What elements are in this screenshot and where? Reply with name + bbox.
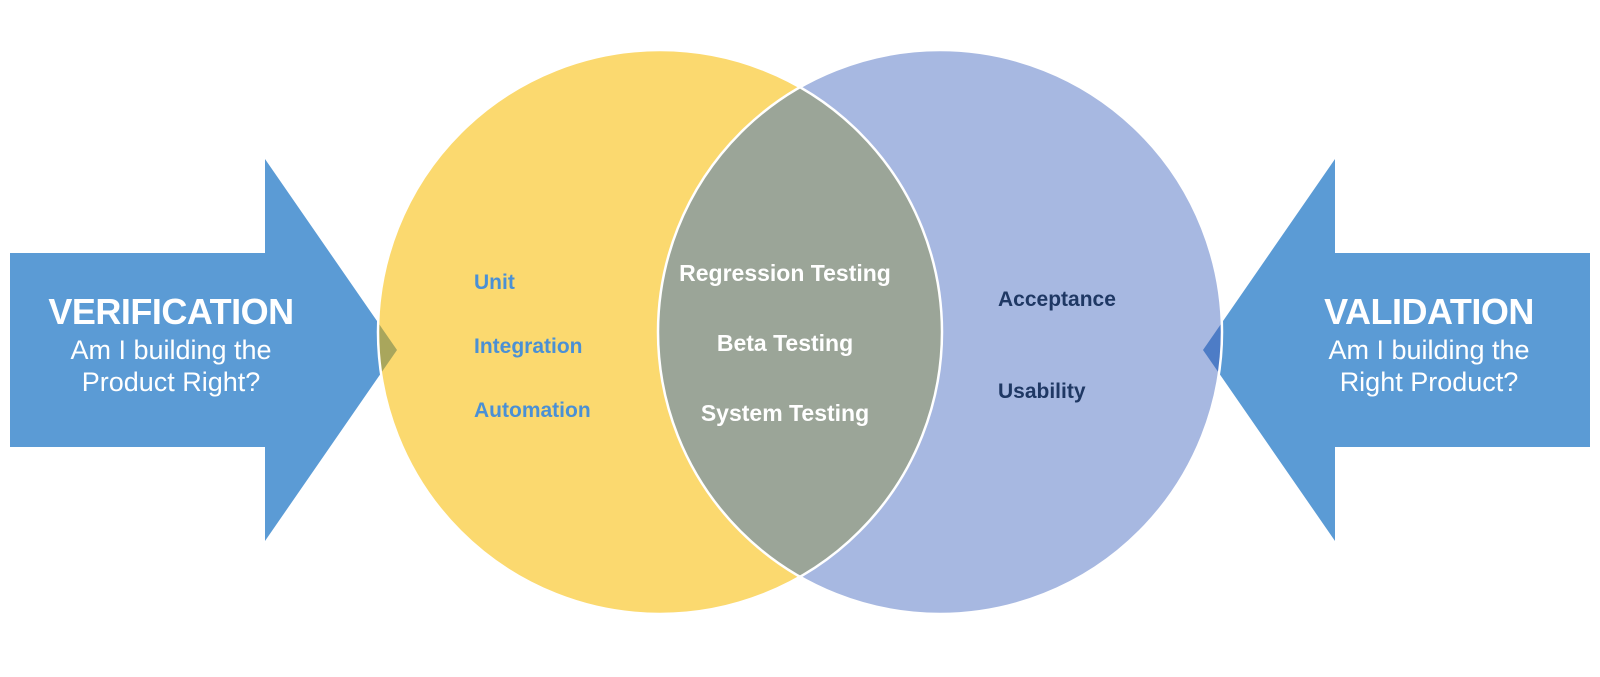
overlap-lens-shape [658,50,942,614]
overlap-item-regression-testing: Regression Testing [679,260,891,286]
verification-subtitle-line1: Am I building the [70,335,272,365]
overlap-item-beta-testing: Beta Testing [716,330,854,356]
verification-title: VERIFICATION [48,291,294,332]
validation-subtitle-line1: Am I building the [1328,335,1530,365]
verification-subtitle-line2: Product Right? [81,367,261,397]
validation-text-block: VALIDATION Am I building the Right Produ… [1268,290,1590,398]
validation-title: VALIDATION [1324,291,1534,332]
verification-circle-edge [376,48,944,616]
validation-item-acceptance: Acceptance [998,288,1116,311]
overlap-item-system-testing: System Testing [700,400,870,426]
validation-circle-edge [656,48,1224,616]
validation-item-usability: Usability [998,380,1086,403]
validation-arrow-shape [1203,159,1590,541]
verification-item-integration: Integration [474,335,583,358]
verification-arrow-shape [10,159,397,541]
verification-item-unit: Unit [474,271,515,294]
verification-text-block: VERIFICATION Am I building the Product R… [10,290,332,398]
verification-item-automation: Automation [474,399,591,422]
validation-subtitle-line2: Right Product? [1339,367,1519,397]
